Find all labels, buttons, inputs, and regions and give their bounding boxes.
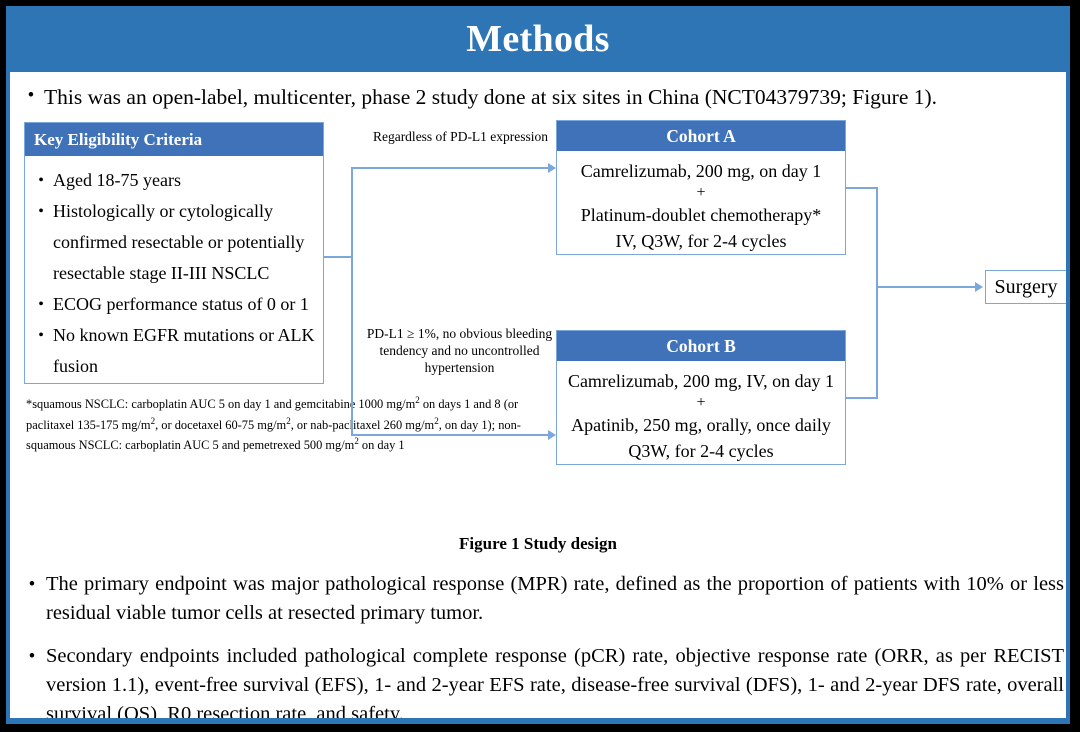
eligibility-item-text: Histologically or cytologically confirme… <box>53 201 305 283</box>
list-item: • No known EGFR mutations or ALK fusion <box>29 320 317 382</box>
eligibility-header: Key Eligibility Criteria <box>25 123 323 156</box>
list-item: • Secondary endpoints included pathologi… <box>18 642 1064 724</box>
eligibility-item-text: Aged 18-75 years <box>53 170 181 190</box>
cohort-b-box: Cohort B Camrelizumab, 200 mg, IV, on da… <box>556 330 846 465</box>
study-design-figure: Key Eligibility Criteria • Aged 18-75 ye… <box>10 120 1066 553</box>
connector-cohort-a-out <box>846 187 878 189</box>
figure-caption: Figure 1 Study design <box>459 534 617 553</box>
bullet-marker-icon: • <box>38 327 44 344</box>
list-item: • Histologically or cytologically confir… <box>29 196 317 289</box>
connector-branch-top <box>351 167 548 169</box>
cohort-b-line-2: Apatinib, 250 mg, orally, once daily <box>571 415 831 435</box>
arrow-to-surgery-icon <box>975 282 983 292</box>
cohort-b-line-3: Q3W, for 2-4 cycles <box>628 441 774 461</box>
cohort-a-box: Cohort A Camrelizumab, 200 mg, on day 1 … <box>556 120 846 255</box>
surgery-label: Surgery <box>994 275 1058 298</box>
eligibility-criteria-box: Key Eligibility Criteria • Aged 18-75 ye… <box>24 122 324 384</box>
connector-vertical-split <box>351 167 353 436</box>
connector-stem-horizontal <box>324 256 352 258</box>
cohort-b-line-1: Camrelizumab, 200 mg, IV, on day 1 <box>567 371 835 391</box>
connector-cohort-b-out <box>846 397 878 399</box>
slide-body: • This was an open-label, multicenter, p… <box>10 72 1066 718</box>
chemotherapy-footnote: *squamous NSCLC: carboplatin AUC 5 on da… <box>26 395 521 453</box>
endpoints-bullet-list: • The primary endpoint was major patholo… <box>18 570 1064 724</box>
slide-container: Methods • This was an open-label, multic… <box>6 6 1070 724</box>
cohort-b-content: Camrelizumab, 200 mg, IV, on day 1 + Apa… <box>557 361 845 464</box>
cohort-a-line-3: IV, Q3W, for 2-4 cycles <box>615 231 787 251</box>
intro-bullet: • This was an open-label, multicenter, p… <box>18 82 1058 112</box>
branch-label-bottom: PD-L1 ≥ 1%, no obvious bleeding tendency… <box>366 326 553 375</box>
bullet-marker-icon: • <box>38 296 44 313</box>
page-title: Methods <box>466 18 610 60</box>
eligibility-list: • Aged 18-75 years • Histologically or c… <box>25 156 323 382</box>
cohort-a-line-2: Platinum-doublet chemotherapy* <box>580 205 822 225</box>
surgery-box: Surgery <box>985 270 1066 304</box>
bullet-marker-icon: • <box>28 574 36 595</box>
cohort-a-content: Camrelizumab, 200 mg, on day 1 + Platinu… <box>557 151 845 254</box>
cohort-a-line-1: Camrelizumab, 200 mg, on day 1 <box>580 161 822 181</box>
list-item: • Aged 18-75 years <box>29 165 317 196</box>
eligibility-item-text: No known EGFR mutations or ALK fusion <box>53 325 315 376</box>
cohort-a-plus: + <box>696 184 706 201</box>
endpoint-bullet-text: Secondary endpoints included pathologica… <box>46 645 1064 724</box>
list-item: • ECOG performance status of 0 or 1 <box>29 289 317 320</box>
arrow-to-cohort-b-icon <box>548 430 556 440</box>
intro-bullet-text: This was an open-label, multicenter, pha… <box>44 85 938 109</box>
slide-title-bar: Methods <box>10 6 1066 72</box>
endpoint-bullet-text: The primary endpoint was major pathologi… <box>46 573 1064 624</box>
branch-label-top: Regardless of PD-L1 expression <box>372 129 549 144</box>
connector-to-surgery <box>876 286 976 288</box>
arrow-to-cohort-a-icon <box>548 163 556 173</box>
list-item: • The primary endpoint was major patholo… <box>18 570 1064 628</box>
cohort-b-header: Cohort B <box>557 331 845 361</box>
cohort-a-header: Cohort A <box>557 121 845 151</box>
cohort-b-plus: + <box>696 394 706 411</box>
connector-merge-vertical <box>876 187 878 399</box>
bullet-marker-icon: • <box>38 203 44 220</box>
bullet-marker-icon: • <box>27 85 35 106</box>
eligibility-item-text: ECOG performance status of 0 or 1 <box>53 294 309 314</box>
bullet-marker-icon: • <box>38 172 44 189</box>
connector-branch-bottom <box>351 434 548 436</box>
bullet-marker-icon: • <box>28 646 36 667</box>
